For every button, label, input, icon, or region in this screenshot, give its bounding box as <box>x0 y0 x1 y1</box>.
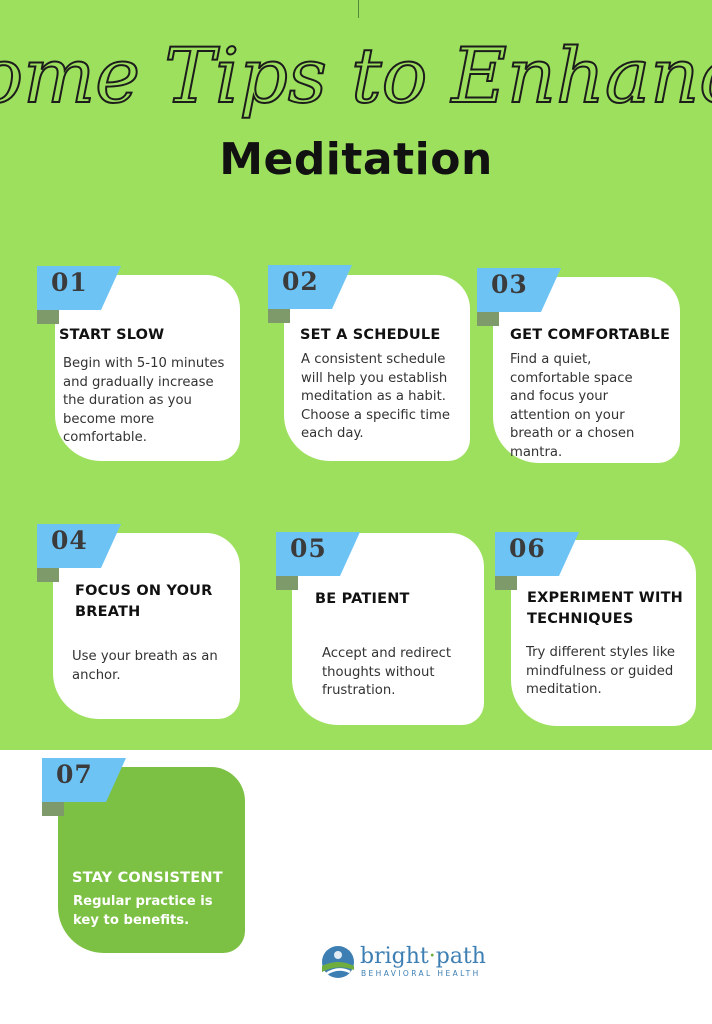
tip-heading: GET COMFORTABLE <box>510 327 671 343</box>
tip-body: Use your breath as an anchor. <box>72 649 218 683</box>
sun-path-icon <box>322 946 354 978</box>
tip-body: A consistent schedule will help you esta… <box>301 352 450 441</box>
brightpath-logo: bright·path BEHAVIORAL HEALTH <box>320 944 500 984</box>
page-title: Meditation <box>219 134 493 185</box>
script-title-text: Some Tips to Enhance <box>0 31 712 120</box>
tip-number: 03 <box>491 270 528 299</box>
tip-heading: SET A SCHEDULE <box>300 327 441 343</box>
tip-number: 05 <box>290 534 327 563</box>
logo-name: bright·path <box>360 944 486 969</box>
tip-body: Regular practice is key to benefits. <box>73 894 213 928</box>
tip-body: Try different styles like mindfulness or… <box>526 645 676 697</box>
top-divider-line <box>358 0 359 18</box>
tip-heading: STAY CONSISTENT <box>72 870 223 886</box>
tip-body: Begin with 5-10 minutes and gradually in… <box>63 356 225 445</box>
logo-subtitle: BEHAVIORAL HEALTH <box>361 969 481 978</box>
tip-card-4: FOCUS ON YOUR BREATH Use your breath as … <box>53 533 240 719</box>
tip-number-badge: 06 <box>495 532 579 590</box>
logo-name-part1: bright <box>360 944 429 969</box>
script-title: Some Tips to Enhance <box>0 30 712 121</box>
tip-number: 06 <box>509 534 546 563</box>
tip-heading: BE PATIENT <box>315 591 410 607</box>
tip-heading: FOCUS ON YOUR BREATH <box>75 583 213 620</box>
tip-number-badge: 07 <box>42 758 126 816</box>
tip-number-badge: 02 <box>268 265 352 323</box>
tip-body: Accept and redirect thoughts without fru… <box>322 646 452 698</box>
tip-number-badge: 03 <box>477 268 561 326</box>
logo-name-part2: path <box>435 944 486 969</box>
tip-number: 02 <box>282 267 319 296</box>
tip-heading: START SLOW <box>59 327 165 343</box>
tip-number-badge: 01 <box>37 266 121 324</box>
tip-number: 04 <box>51 526 88 555</box>
logo-dot: · <box>428 944 436 969</box>
tip-card-2: SET A SCHEDULE A consistent schedule wil… <box>284 275 470 461</box>
tip-number-badge: 05 <box>276 532 360 590</box>
tip-number: 07 <box>56 760 93 789</box>
tip-number-badge: 04 <box>37 524 121 582</box>
tip-heading: EXPERIMENT WITH TECHNIQUES <box>527 590 684 627</box>
tip-number: 01 <box>51 268 88 297</box>
tip-body: Find a quiet, comfortable space and focu… <box>510 352 635 460</box>
